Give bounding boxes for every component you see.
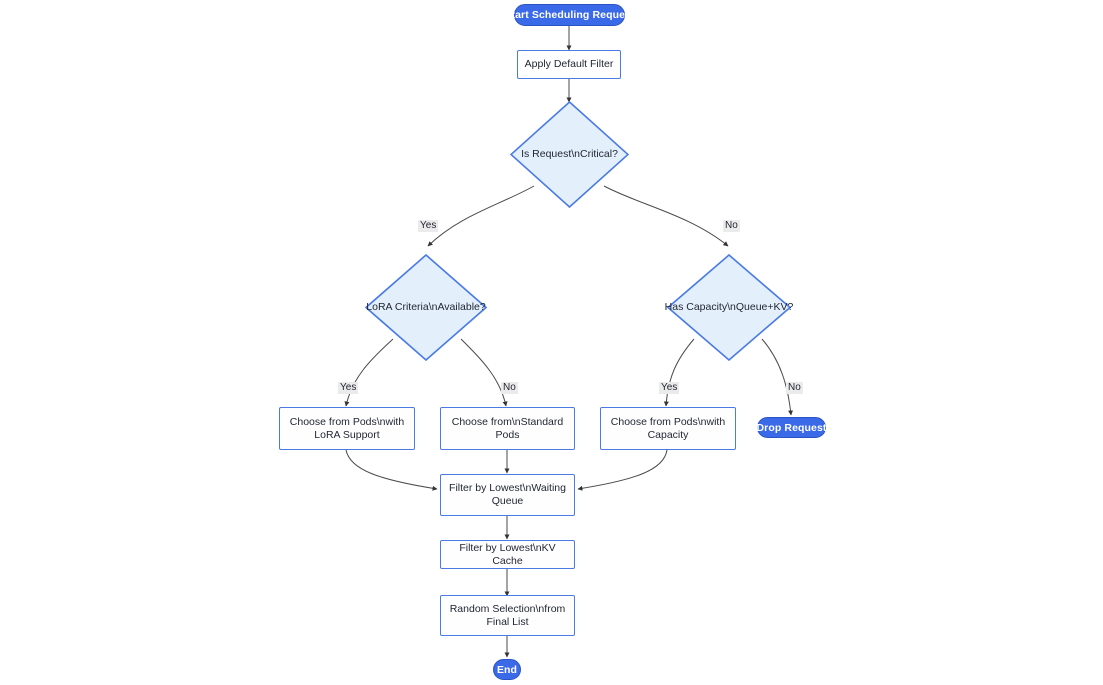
edge-label-lora-no: No [501, 382, 518, 394]
edge-label-capacity-no: No [786, 382, 803, 394]
node-label-line1: Choose from Pods\nwith [289, 415, 405, 428]
node-label-line2: LoRA Support [314, 428, 380, 441]
node-label-line1: Choose from\nStandard [451, 415, 564, 428]
node-label: LoRA Criteria\nAvailable? [366, 301, 486, 313]
edge-label-capacity-yes: Yes [659, 382, 680, 394]
edge-lora-pods-to-queue [345, 449, 438, 491]
node-label-line1: Choose from Pods\nwith [610, 415, 726, 428]
node-label-line2: Pods [495, 428, 520, 441]
node-start[interactable]: Start Scheduling Request [504, 4, 634, 26]
diamond-shape [510, 101, 629, 208]
edge-label-critical-yes: Yes [418, 220, 439, 232]
node-is-request-critical[interactable]: Is Request\nCritical? [510, 101, 629, 208]
node-choose-capacity-pods[interactable]: Choose from Pods\nwith Capacity [600, 407, 736, 450]
node-lora-criteria-available[interactable]: LoRA Criteria\nAvailable? [365, 254, 487, 361]
node-label-line2: Capacity [647, 428, 689, 441]
node-label-line1: Filter by Lowest\nWaiting [449, 482, 566, 494]
node-label-line2: Queue [491, 495, 524, 507]
node-end[interactable]: End [493, 659, 521, 680]
node-has-capacity[interactable]: Has Capacity\nQueue+KV? [664, 254, 794, 361]
node-label: Is Request\nCritical? [521, 148, 618, 160]
node-choose-standard-pods[interactable]: Choose from\nStandard Pods [440, 407, 575, 450]
diamond-shape [667, 254, 791, 361]
diamond-shape [365, 254, 487, 361]
edge-label-critical-no: No [723, 220, 740, 232]
node-filter-kv-cache[interactable]: Filter by Lowest\nKV Cache [440, 540, 575, 569]
node-apply-default-filter[interactable]: Apply Default Filter [517, 50, 621, 79]
edge-label-lora-yes: Yes [338, 382, 359, 394]
node-label-line1: Random Selection\nfrom [449, 602, 566, 615]
node-label-line2: Final List [486, 615, 529, 628]
node-drop-request[interactable]: Drop Request [756, 417, 826, 438]
node-choose-lora-pods[interactable]: Choose from Pods\nwith LoRA Support [279, 407, 415, 450]
node-label: Has Capacity\nQueue+KV? [664, 301, 794, 313]
node-filter-waiting-queue[interactable]: Filter by Lowest\nWaiting Queue [440, 474, 575, 516]
node-random-selection[interactable]: Random Selection\nfrom Final List [440, 595, 575, 636]
edge-capacity-pods-to-queue [577, 449, 668, 491]
